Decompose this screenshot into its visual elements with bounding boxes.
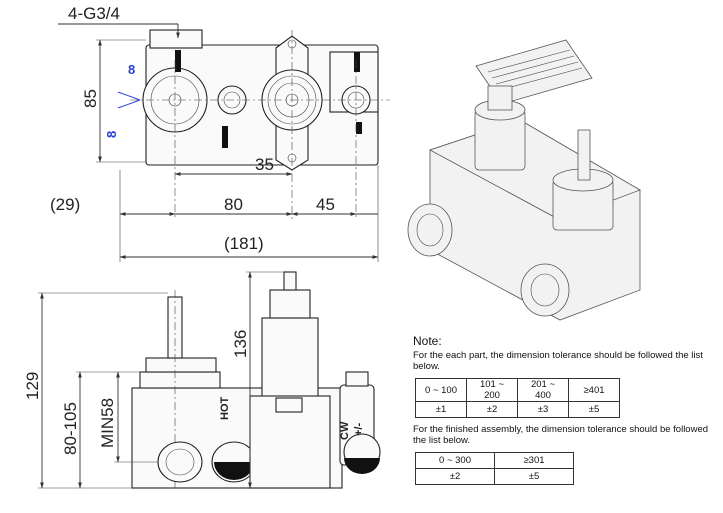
iso-inlet-front bbox=[520, 263, 570, 317]
front-cartridge bbox=[261, 317, 319, 399]
iso-inlet-left bbox=[407, 203, 453, 257]
dim-136: 136 bbox=[231, 330, 250, 358]
dim-8-top: 8 bbox=[128, 62, 135, 77]
dim-min58: MIN58 bbox=[98, 398, 117, 448]
range-cell: ≥401 bbox=[568, 378, 620, 402]
dim-45: 45 bbox=[316, 195, 335, 214]
top-port-boss-left bbox=[149, 29, 203, 49]
thread-label: 4-G3/4 bbox=[68, 4, 120, 23]
notes-title: Note: bbox=[413, 334, 442, 348]
dim-80-105: 80-105 bbox=[61, 402, 80, 455]
part-tolerance-text: For the each part, the dimension toleran… bbox=[413, 350, 703, 372]
front-port-left bbox=[157, 441, 203, 483]
front-view: HOT CW +/- 129 80-105 MIN58 136 bbox=[23, 271, 381, 489]
tolerance-notes: Note: For the each part, the dimension t… bbox=[413, 334, 713, 491]
tolerance-cell: ±5 bbox=[494, 468, 574, 485]
tolerance-cell: ±2 bbox=[415, 468, 495, 485]
range-cell: 201 ~ 400 bbox=[517, 378, 569, 402]
range-cell: 101 ~ 200 bbox=[466, 378, 518, 402]
tolerance-cell: ±1 bbox=[415, 401, 467, 418]
range-cell: 0 ~ 300 bbox=[415, 452, 495, 469]
table-row: 0 ~ 100 101 ~ 200 201 ~ 400 ≥401 bbox=[415, 378, 620, 402]
tolerance-cell: ±2 bbox=[466, 401, 518, 418]
table-row: ±2 ±5 bbox=[415, 468, 574, 485]
dim-29: (29) bbox=[50, 195, 80, 214]
dim-129: 129 bbox=[23, 372, 42, 400]
dim-8-bottom: 8 bbox=[104, 131, 119, 138]
dim-35: 35 bbox=[255, 155, 274, 174]
cw-mark: CW bbox=[339, 421, 351, 440]
dim-85: 85 bbox=[81, 89, 100, 108]
assembly-tolerance-text: For the finished assembly, the dimension… bbox=[413, 424, 709, 446]
top-view: 4-G3/4 85 8 8 35 (29) 80 45 (181) bbox=[50, 4, 390, 262]
hot-mark: HOT bbox=[219, 397, 231, 421]
tolerance-cell: ±5 bbox=[568, 401, 620, 418]
part-tolerance-table: 0 ~ 100 101 ~ 200 201 ~ 400 ≥401 ±1 ±2 ±… bbox=[415, 378, 620, 418]
isometric-view bbox=[407, 39, 641, 321]
dim-80: 80 bbox=[224, 195, 243, 214]
dim-181: (181) bbox=[224, 234, 264, 253]
cw-sign-mark: +/- bbox=[353, 423, 365, 436]
table-row: 0 ~ 300 ≥301 bbox=[415, 452, 574, 469]
assembly-tolerance-table: 0 ~ 300 ≥301 ±2 ±5 bbox=[415, 452, 574, 485]
range-cell: ≥301 bbox=[494, 452, 574, 469]
range-cell: 0 ~ 100 bbox=[415, 378, 467, 402]
tolerance-cell: ±3 bbox=[517, 401, 569, 418]
table-row: ±1 ±2 ±3 ±5 bbox=[415, 401, 620, 418]
